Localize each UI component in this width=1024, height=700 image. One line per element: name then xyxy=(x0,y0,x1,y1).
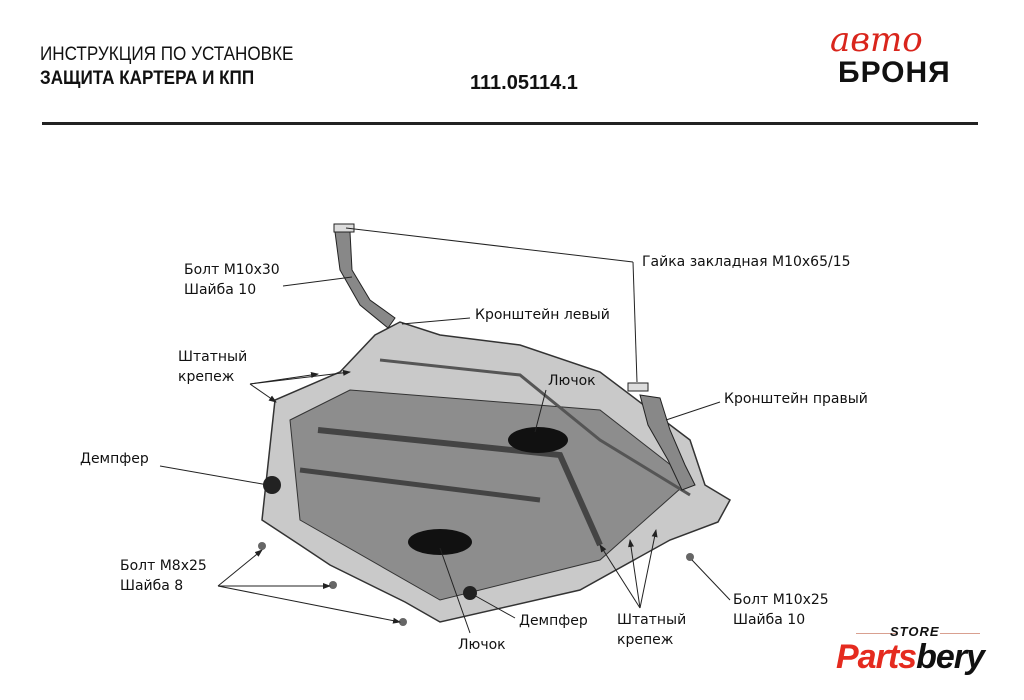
bolts xyxy=(258,542,694,626)
label-std-fastener-bottom-2: крепеж xyxy=(617,632,674,648)
damper-left-shape xyxy=(263,476,281,494)
doc-title: ИНСТРУКЦИЯ ПО УСТАНОВКЕ xyxy=(40,44,294,65)
bracket-right xyxy=(627,382,696,491)
label-hatch-bottom: Лючок xyxy=(458,637,506,653)
brand-logo-top: авто xyxy=(830,20,923,60)
leader-lines xyxy=(159,227,731,634)
watermark-line-left xyxy=(856,633,896,634)
label-std-fastener-top-1: Штатный xyxy=(178,349,248,365)
label-washer-8: Шайба 8 xyxy=(120,578,184,594)
watermark-bery: bery xyxy=(916,638,985,676)
label-damper-left: Демпфер xyxy=(80,451,149,467)
hatch-top-shape xyxy=(508,427,568,453)
label-washer-10-top: Шайба 10 xyxy=(184,282,257,298)
damper-bottom-shape xyxy=(463,586,477,600)
label-nut: Гайка закладная М10х65/15 xyxy=(642,254,851,270)
label-std-fastener-top-2: крепеж xyxy=(178,369,235,385)
header-divider xyxy=(42,122,978,125)
watermark-parts: Parts xyxy=(836,638,917,676)
watermark-store: STORE xyxy=(890,624,940,639)
label-washer-10-bottom: Шайба 10 xyxy=(733,612,806,628)
part-number: 111.05114.1 xyxy=(470,72,578,94)
brand-logo-bottom: БРОНЯ xyxy=(838,56,951,89)
label-damper-bottom: Демпфер xyxy=(519,613,588,629)
hatch-bottom-shape xyxy=(408,529,472,555)
label-bolt-m10x30: Болт М10х30 xyxy=(184,262,280,278)
watermark-line-right xyxy=(940,633,980,634)
label-bracket-left: Кронштейн левый xyxy=(475,307,610,323)
label-hatch-top: Лючок xyxy=(548,373,596,389)
doc-subtitle: ЗАЩИТА КАРТЕРА И КПП xyxy=(40,68,255,89)
label-bolt-m8x25: Болт М8х25 xyxy=(120,558,207,574)
watermark-logo: Partsbery xyxy=(836,638,985,677)
bracket-left xyxy=(333,223,396,329)
skid-plate xyxy=(261,321,732,623)
label-std-fastener-bottom-1: Штатный xyxy=(617,612,687,628)
label-bolt-m10x25: Болт М10х25 xyxy=(733,592,829,608)
label-bracket-right: Кронштейн правый xyxy=(724,391,868,407)
